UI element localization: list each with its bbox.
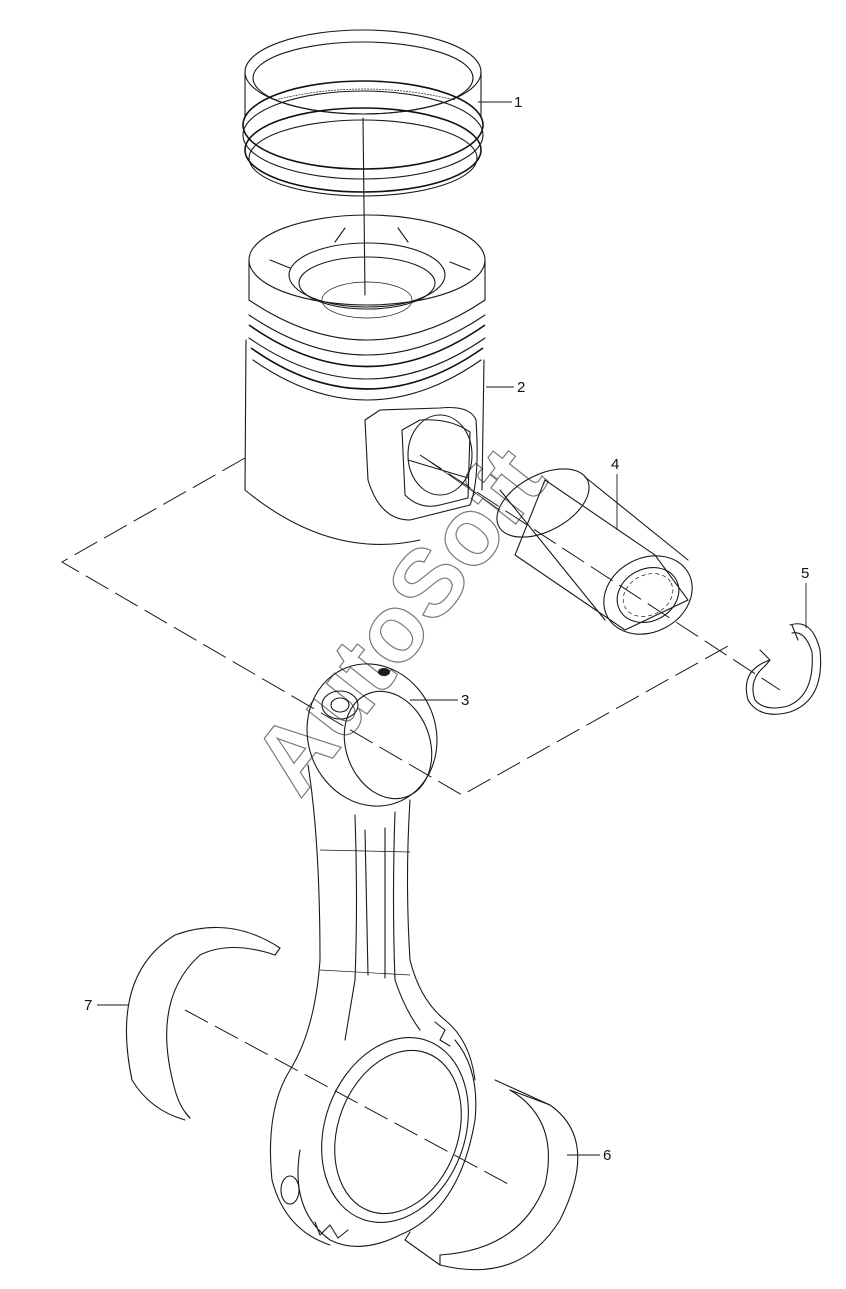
callout-labels: 1 2 3 4 5 6 7 bbox=[84, 94, 809, 1164]
callout-2: 2 bbox=[517, 379, 525, 396]
piston[interactable] bbox=[244, 214, 501, 545]
watermark-text: AutoSoft bbox=[232, 428, 566, 813]
piston-rings[interactable] bbox=[242, 29, 484, 296]
assembly-axis-plane bbox=[60, 457, 729, 796]
callout-leaders bbox=[97, 101, 807, 1156]
callout-1: 1 bbox=[514, 94, 522, 111]
callout-5: 5 bbox=[801, 565, 809, 582]
assembly-axis-pin bbox=[419, 454, 781, 691]
piston-pin[interactable] bbox=[486, 455, 706, 649]
watermark: AutoSoft bbox=[232, 427, 567, 813]
bearing-shell-lower[interactable] bbox=[404, 1079, 579, 1271]
connecting-rod[interactable] bbox=[269, 645, 493, 1247]
bearing-shell-upper[interactable] bbox=[125, 926, 281, 1121]
circlip[interactable] bbox=[745, 623, 822, 715]
callout-4: 4 bbox=[611, 456, 619, 473]
callout-7: 7 bbox=[84, 997, 92, 1014]
callout-3: 3 bbox=[461, 692, 469, 709]
callout-6: 6 bbox=[603, 1147, 611, 1164]
